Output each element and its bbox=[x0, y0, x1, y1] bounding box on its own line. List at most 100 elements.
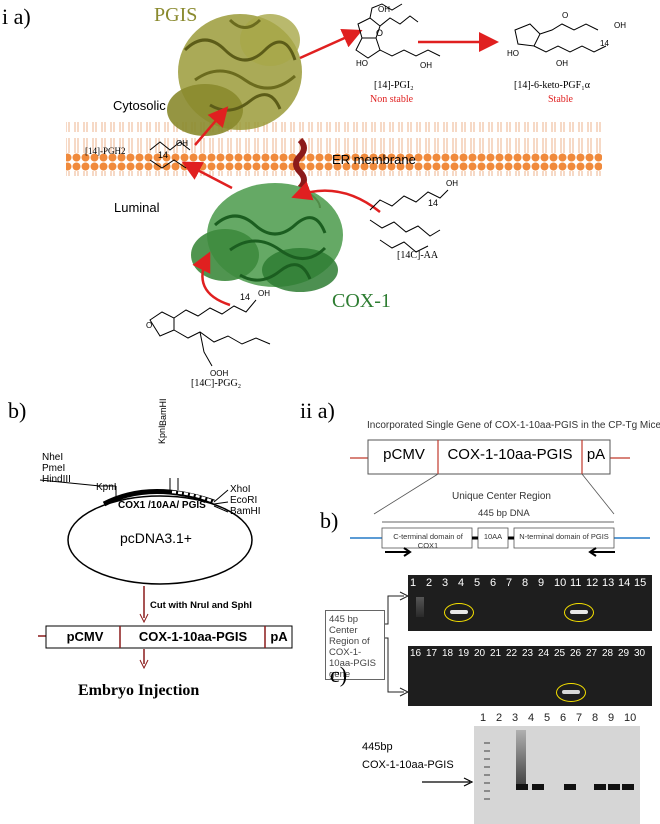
gel1-lane-11: 11 bbox=[570, 577, 582, 589]
n-terminal-label: N-terminal domain of PGIS bbox=[519, 532, 609, 541]
gel3-band-lane3 bbox=[516, 784, 528, 790]
pgh2-structure bbox=[149, 141, 191, 169]
arrow-aa-to-cox1 bbox=[291, 181, 381, 213]
gel2-lane-7: 22 bbox=[506, 648, 518, 659]
cox1-title: COX-1 bbox=[332, 290, 391, 312]
gel1-lane-5: 5 bbox=[474, 577, 481, 589]
panel-label-iic: c) bbox=[330, 662, 348, 687]
site-kpni-left: KpnI bbox=[96, 482, 117, 493]
gel2-lane-6: 21 bbox=[490, 648, 502, 659]
gel3-label-gene: COX-1-10aa-PGIS bbox=[362, 759, 454, 771]
construct-b-pcmv: pCMV bbox=[66, 629, 104, 644]
pgis-title: PGIS bbox=[154, 4, 198, 26]
er-membrane-bilayer bbox=[66, 122, 602, 176]
chem-label-o-pgg2: O bbox=[146, 321, 152, 330]
gel1-lane-6: 6 bbox=[490, 577, 497, 589]
chem-label-ooh-pgg2: OOH bbox=[210, 369, 228, 378]
gel1-circle-lane3 bbox=[444, 603, 474, 622]
site-bamhi: BamHI bbox=[230, 506, 261, 517]
chem-label-oh2-pgi2: OH bbox=[420, 61, 432, 70]
chem-label-oh-pgi2: OH bbox=[378, 5, 390, 14]
keto-label: [14]-6-keto-PGF₁α bbox=[514, 80, 590, 91]
embryo-injection-label: Embryo Injection bbox=[78, 682, 200, 699]
construct-b-pa: pA bbox=[270, 629, 288, 644]
restriction-sites-left: NheI PmeI HindIII bbox=[42, 452, 71, 485]
insert-label: COX1 /10AA/ PGIS bbox=[118, 500, 206, 511]
gel2-circle-lane26 bbox=[556, 683, 586, 702]
gel3-lane-7: 7 bbox=[576, 712, 583, 724]
restriction-sites-right: XhoI EcoRI BamHI bbox=[230, 484, 261, 517]
site-xhoi: XhoI bbox=[230, 484, 251, 495]
c-terminal-label: C-terminal domain of COX1 bbox=[393, 532, 463, 550]
luminal-label: Luminal bbox=[114, 200, 160, 215]
chem-label-ho-pgi2: HO bbox=[356, 59, 368, 68]
gel2-lane-9: 24 bbox=[538, 648, 550, 659]
gel1-lane-8: 8 bbox=[522, 577, 529, 589]
site-ecori: EcoRI bbox=[230, 495, 258, 506]
gel1-circle-lane11 bbox=[564, 603, 594, 622]
unique-region-label: Unique Center Region bbox=[452, 491, 551, 502]
arrow-pgis-to-pgi2 bbox=[299, 29, 363, 60]
panel-label-ia: i a) bbox=[2, 4, 31, 29]
gel3-band-lane8 bbox=[594, 784, 606, 790]
gel3-smear-lane3 bbox=[516, 730, 526, 790]
construct-ii-pa: pA bbox=[586, 446, 606, 463]
gel3-lane-5: 5 bbox=[544, 712, 551, 724]
chem-label-o-pgi2: O bbox=[376, 28, 383, 38]
bp-dna-label: 445 bp DNA bbox=[478, 508, 530, 519]
chem-label-oh-aa: OH bbox=[446, 179, 458, 188]
gel3-band-lane9 bbox=[608, 784, 620, 790]
transgene-schematic bbox=[350, 439, 650, 557]
pgi2-label: [14]-PGI₂ bbox=[374, 80, 414, 91]
gel2-lane-15: 30 bbox=[634, 648, 646, 659]
construct-ii-gene: COX-1-10aa-PGIS bbox=[447, 446, 573, 463]
pathway-diagram: 14 OH OH O HO OH O OH HO OH 14 14 OH 14 … bbox=[66, 3, 626, 378]
panel-label-iib: b) bbox=[320, 508, 339, 533]
keto-status: Stable bbox=[548, 94, 573, 105]
gel1-lane-3: 3 bbox=[442, 577, 449, 589]
site-bamhi-top-label: BamHI bbox=[158, 398, 168, 426]
gel2-lane-3: 18 bbox=[442, 648, 454, 659]
transmembrane-helix bbox=[293, 137, 307, 191]
gel3-lane-1: 1 bbox=[480, 712, 487, 724]
gel1-ladder bbox=[416, 597, 424, 617]
arrow-pgg2-cycle bbox=[192, 251, 231, 307]
pgi2-status: Non stable bbox=[370, 94, 414, 105]
pgh2-label: [14]-PGH2 bbox=[85, 146, 126, 156]
gel3-lane-9: 9 bbox=[608, 712, 615, 724]
cox1-protein-structure bbox=[191, 183, 343, 292]
pgi2-structure bbox=[355, 3, 441, 59]
gel2-lane-12: 27 bbox=[586, 648, 598, 659]
gel1-lane-1: 1 bbox=[410, 577, 417, 589]
gel1-lane-12: 12 bbox=[586, 577, 599, 589]
construct-ii-pcmv: pCMV bbox=[383, 446, 425, 463]
pgg2-label: [14C]-PGG₂ bbox=[191, 378, 242, 389]
site-hindiii: HindIII bbox=[42, 474, 71, 485]
site-kpni-top: KpnI bbox=[157, 425, 167, 444]
gel2-lane-13: 28 bbox=[602, 648, 614, 659]
gel1-lane-10: 10 bbox=[554, 577, 567, 589]
plasmid-name: pcDNA3.1+ bbox=[120, 530, 192, 546]
gel1-lane-7: 7 bbox=[506, 577, 513, 589]
gel1-lane-9: 9 bbox=[538, 577, 545, 589]
pgg2-structure bbox=[149, 299, 271, 367]
gel-image-3 bbox=[474, 726, 640, 824]
chem-label-14-pgh2: 14 bbox=[158, 150, 168, 160]
gel1-lane-4: 4 bbox=[458, 577, 465, 589]
chem-label-14-pgg2: 14 bbox=[240, 292, 250, 302]
keto-structure bbox=[514, 23, 607, 53]
gel3-lane-3: 3 bbox=[512, 712, 519, 724]
gel3-lane-4: 4 bbox=[528, 712, 535, 724]
arrow-membrane-to-pgis bbox=[194, 106, 229, 146]
gel3-band-lane4 bbox=[532, 784, 544, 790]
gel1-lane-14: 14 bbox=[618, 577, 631, 589]
site-nhei: NheI bbox=[42, 452, 64, 463]
gel3-lane-10: 10 bbox=[624, 712, 637, 724]
chem-label-o-keto: O bbox=[562, 11, 568, 20]
panel-label-b: b) bbox=[8, 398, 27, 423]
gel3-lane-2: 2 bbox=[496, 712, 503, 724]
